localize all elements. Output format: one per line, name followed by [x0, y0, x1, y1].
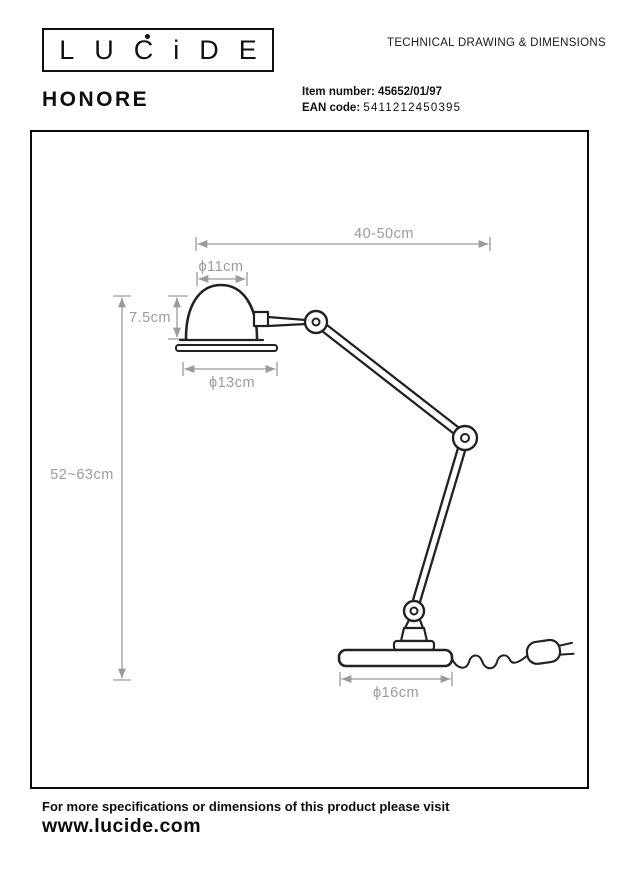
item-number-label: Item number: — [302, 86, 375, 98]
dim-shade-top-diameter-label: ϕ11cm — [198, 259, 243, 275]
dim-shade-diameter-label: ϕ13cm — [209, 375, 255, 391]
lucide-logo-text: LUCiDE — [59, 34, 277, 65]
dimension-arm-length — [195, 237, 491, 251]
ean-label: EAN code: — [302, 102, 361, 114]
dimension-shade-top-diameter — [196, 272, 248, 286]
lucide-logo: LUCiDE — [42, 28, 274, 72]
dim-shade-height-label: 7.5cm — [129, 310, 171, 326]
dim-base-diameter-label: ϕ16cm — [373, 685, 419, 701]
dimension-base-diameter — [339, 672, 453, 686]
lamp-arm-lower — [411, 446, 467, 604]
item-number-value: 45652/01/97 — [378, 86, 442, 98]
dim-overall-height-label: 52~63cm — [50, 467, 114, 483]
page-tagline: TECHNICAL DRAWING & DIMENSIONS — [387, 37, 606, 49]
product-name: HONORE — [42, 88, 150, 111]
drawing-border — [30, 130, 589, 789]
ean-row: EAN code: 5411212450395 — [302, 100, 461, 116]
dimension-shade-diameter — [182, 362, 278, 376]
lamp-joint-top — [303, 309, 329, 335]
item-number-row: Item number: 45652/01/97 — [302, 84, 461, 100]
lamp-joint-elbow — [451, 424, 479, 452]
dim-arm-length-label: 40-50cm — [354, 226, 414, 242]
lamp-arm-upper — [320, 323, 460, 435]
product-codes: Item number: 45652/01/97 EAN code: 54112… — [302, 84, 461, 116]
technical-drawing: 40-50cm ϕ11cm 7.5cm 52~63cm ϕ13cm ϕ16cm — [30, 130, 589, 789]
footer-note: For more specifications or dimensions of… — [42, 799, 450, 814]
lamp-shade-link — [266, 315, 308, 328]
ean-value: 5411212450395 — [363, 102, 462, 114]
lamp-joint-base — [402, 599, 426, 623]
power-plug-icon — [525, 638, 575, 665]
website-link[interactable]: www.lucide.com — [42, 815, 202, 837]
lamp-base — [337, 648, 454, 668]
dimension-overall-height — [113, 295, 131, 681]
power-cord — [451, 654, 529, 670]
lamp-shade — [175, 283, 278, 352]
logo-dot-icon — [145, 34, 150, 39]
lamp-mount — [392, 618, 436, 652]
